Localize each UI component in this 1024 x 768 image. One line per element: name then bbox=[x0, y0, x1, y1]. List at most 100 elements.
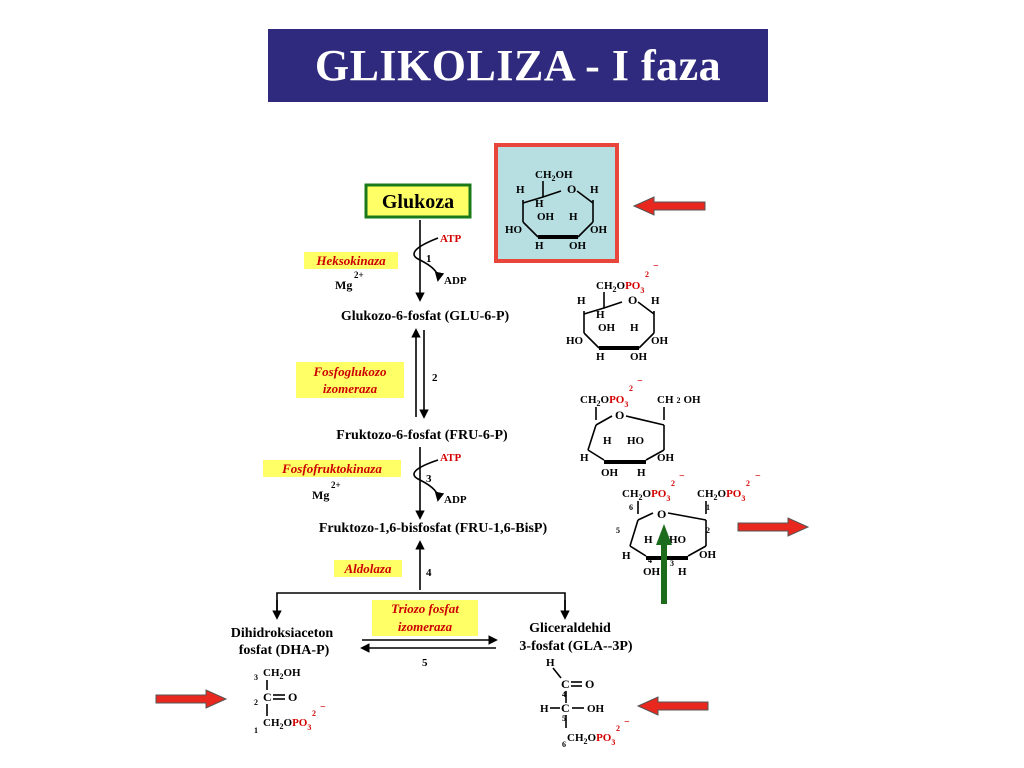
svg-text:2: 2 bbox=[746, 479, 750, 488]
svg-text:6: 6 bbox=[562, 740, 566, 749]
svg-text:−: − bbox=[624, 717, 630, 728]
fosfoglukozo-label-2: izomeraza bbox=[323, 381, 378, 396]
svg-text:OH: OH bbox=[587, 703, 605, 715]
pointer-arrow-glucose bbox=[632, 196, 706, 216]
glucose-structure-box bbox=[494, 143, 619, 263]
svg-text:OH: OH bbox=[601, 467, 619, 479]
gla3p-structure: H C O 4 H C OH 5 6 CH2OPO3 2 − bbox=[540, 657, 630, 749]
svg-text:−: − bbox=[637, 376, 643, 387]
glukoza-box bbox=[364, 183, 472, 219]
title-banner: GLIKOLIZA - I faza bbox=[268, 29, 768, 102]
triozo-badge bbox=[372, 600, 478, 636]
svg-text:H: H bbox=[580, 452, 589, 464]
svg-text:2: 2 bbox=[671, 479, 675, 488]
svg-text:CH2OPO3: CH2OPO3 bbox=[567, 732, 615, 747]
svg-text:4: 4 bbox=[648, 556, 652, 565]
dhap-structure: 3 CH2OH 2 C O 1 CH2OPO3 2 − bbox=[254, 667, 326, 735]
svg-text:OH: OH bbox=[630, 351, 648, 363]
gla-label-2: 3-fosfat (GLA--3P) bbox=[519, 639, 632, 654]
svg-text:H: H bbox=[590, 184, 599, 196]
svg-text:H: H bbox=[678, 566, 687, 578]
step-2-number: 2 bbox=[432, 372, 438, 384]
svg-text:OH: OH bbox=[699, 549, 717, 561]
fosfofruktokinaza-label: Fosfofruktokinaza bbox=[281, 461, 382, 476]
svg-text:H: H bbox=[622, 550, 631, 562]
glucose-structure: CH2OH H O H H OH H OH HO H OH bbox=[505, 169, 608, 252]
svg-text:H: H bbox=[644, 534, 653, 546]
pointer-arrow-gla3p bbox=[636, 696, 709, 716]
triozo-label-2: izomeraza bbox=[398, 619, 453, 634]
svg-text:CH2OPO3: CH2OPO3 bbox=[622, 488, 670, 503]
svg-text:H: H bbox=[577, 295, 586, 307]
step3-cofactor-curve bbox=[413, 459, 445, 502]
svg-text:−: − bbox=[755, 471, 761, 482]
svg-text:C: C bbox=[263, 690, 272, 704]
svg-text:H: H bbox=[637, 467, 646, 479]
mg-3: Mg bbox=[312, 488, 329, 502]
svg-text:CH2OPO3: CH2OPO3 bbox=[596, 280, 644, 295]
svg-text:H: H bbox=[546, 657, 555, 669]
adp-3: ADP bbox=[444, 494, 467, 506]
svg-text:H: H bbox=[535, 198, 544, 210]
svg-text:HO: HO bbox=[627, 435, 645, 447]
svg-text:H: H bbox=[603, 435, 612, 447]
svg-text:OH: OH bbox=[651, 335, 669, 347]
svg-text:CH2OPO3: CH2OPO3 bbox=[263, 717, 311, 732]
svg-text:−: − bbox=[320, 702, 326, 713]
svg-text:O: O bbox=[657, 507, 666, 521]
svg-text:2: 2 bbox=[312, 709, 316, 718]
svg-text:OH: OH bbox=[569, 240, 587, 252]
svg-text:6: 6 bbox=[629, 503, 633, 512]
svg-text:CH2OH: CH2OH bbox=[535, 169, 573, 183]
pointer-arrow-dhap bbox=[155, 689, 228, 709]
svg-text:HO: HO bbox=[669, 534, 687, 546]
dha-label-2: fosfat (DHA-P) bbox=[239, 643, 330, 658]
fosfofruktokinaza-badge bbox=[263, 460, 401, 477]
svg-text:CH2OPO3: CH2OPO3 bbox=[580, 394, 628, 409]
glukoza-label: Glukoza bbox=[382, 191, 454, 213]
svg-text:OH: OH bbox=[643, 566, 661, 578]
svg-text:5: 5 bbox=[616, 526, 620, 535]
adp-1: ADP bbox=[444, 275, 467, 287]
aldolaza-badge bbox=[334, 560, 402, 577]
gla-label-1: Gliceraldehid bbox=[529, 621, 611, 636]
mg-1: Mg bbox=[335, 278, 352, 292]
svg-text:H: H bbox=[630, 322, 639, 334]
aldolaza-label: Aldolaza bbox=[344, 561, 392, 576]
svg-text:O: O bbox=[288, 690, 297, 704]
svg-text:2: 2 bbox=[645, 270, 649, 279]
svg-text:CH2OH: CH2OH bbox=[263, 667, 301, 681]
svg-text:2: 2 bbox=[254, 698, 258, 707]
svg-text:O: O bbox=[585, 677, 594, 691]
svg-text:3: 3 bbox=[670, 559, 674, 568]
step-1-number: 1 bbox=[426, 253, 432, 265]
svg-text:O: O bbox=[567, 182, 576, 196]
atp-3: ATP bbox=[440, 452, 461, 464]
svg-text:H: H bbox=[516, 184, 525, 196]
svg-text:4: 4 bbox=[562, 690, 566, 699]
svg-text:2: 2 bbox=[616, 724, 620, 733]
svg-text:−: − bbox=[679, 471, 685, 482]
g6p-structure: CH2OPO3 2 − H O H H OH H OH HO H OH bbox=[566, 261, 669, 363]
svg-text:1: 1 bbox=[706, 503, 710, 512]
svg-text:C: C bbox=[561, 677, 570, 691]
svg-text:5: 5 bbox=[562, 714, 566, 723]
step-4-number: 4 bbox=[426, 567, 432, 579]
mg-3-charge: 2+ bbox=[331, 480, 341, 490]
g6p-label: Glukozo-6-fosfat (GLU-6-P) bbox=[341, 309, 510, 324]
heksokinaza-label: Heksokinaza bbox=[315, 253, 386, 268]
svg-text:H: H bbox=[651, 295, 660, 307]
svg-text:O: O bbox=[628, 293, 637, 307]
svg-text:2: 2 bbox=[706, 526, 710, 535]
dha-label-1: Dihidroksiaceton bbox=[231, 626, 334, 641]
fosfoglukozo-badge bbox=[296, 362, 404, 398]
svg-text:2: 2 bbox=[629, 384, 633, 393]
fbp-label: Fruktozo-1,6-bisfosfat (FRU-1,6-BisP) bbox=[319, 521, 548, 536]
step-5-number: 5 bbox=[422, 657, 428, 669]
svg-text:−: − bbox=[653, 261, 659, 272]
pointer-arrow-fbp bbox=[737, 517, 810, 537]
svg-text:C: C bbox=[561, 701, 570, 715]
step1-cofactor-curve bbox=[413, 237, 445, 282]
